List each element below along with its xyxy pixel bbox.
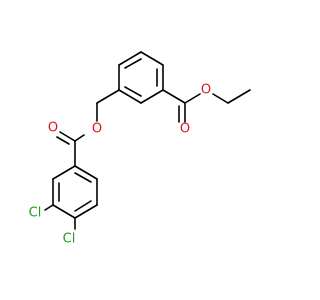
- bond: [184, 93, 201, 104]
- atom-labels: O O O O Cl Cl: [29, 83, 211, 247]
- bond: [74, 134, 85, 142]
- top-benzene-ring: [118, 51, 164, 104]
- molecule-structure: O O O O Cl Cl: [29, 51, 251, 247]
- bond: [52, 204, 76, 219]
- bond: [118, 51, 142, 66]
- bond: [140, 89, 164, 104]
- bond: [118, 89, 142, 104]
- oxygen-atom-carbonyl-right: O: [180, 122, 190, 137]
- oxygen-atom-ether-right: O: [201, 83, 211, 98]
- oxygen-atom-carbonyl-left: O: [48, 121, 58, 136]
- bond: [140, 51, 164, 66]
- benzyl-ester-linker: [56, 89, 120, 167]
- bond: [124, 58, 142, 69]
- dichlorobenzene-ring: [44, 165, 98, 230]
- bond: [56, 136, 70, 145]
- bond: [59, 131, 76, 142]
- bond: [96, 89, 120, 104]
- ethyl-ester-group: [162, 89, 251, 123]
- oxygen-atom-ether-left: O: [92, 122, 102, 137]
- bond: [52, 165, 76, 180]
- bond: [124, 86, 142, 97]
- bond: [162, 89, 186, 104]
- chlorine-atom-lower: Cl: [63, 232, 76, 247]
- bond: [74, 204, 98, 219]
- chlorine-atom-upper: Cl: [29, 206, 42, 221]
- bond: [74, 172, 92, 183]
- bond: [227, 89, 251, 104]
- bond: [212, 93, 229, 104]
- bond: [44, 204, 54, 211]
- bond: [74, 165, 98, 180]
- bond: [74, 200, 92, 212]
